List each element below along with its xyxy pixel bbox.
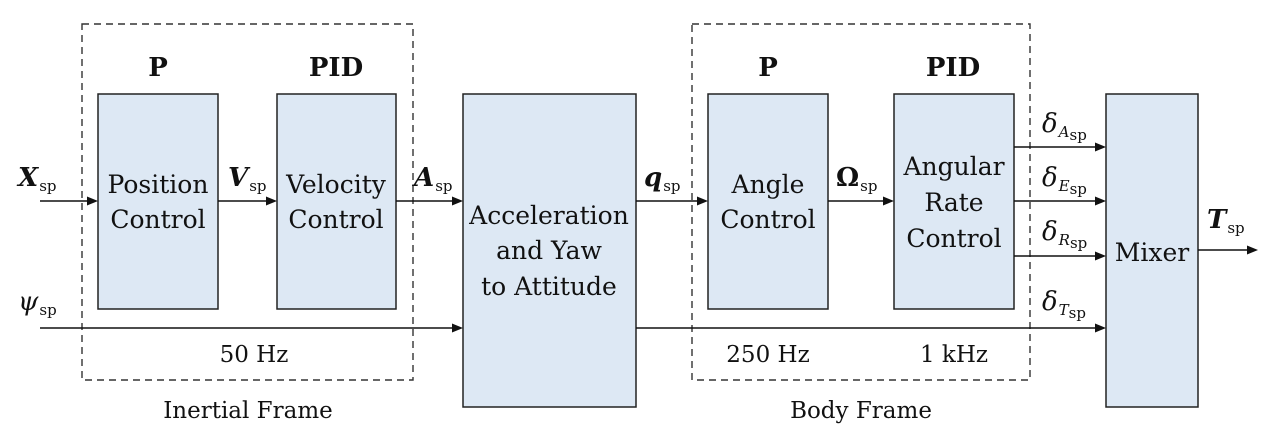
x-sp-label: Xsp [16, 163, 57, 195]
angular-rate-line-2: Rate [924, 188, 983, 217]
delta-r-sp-arrow-head [1095, 251, 1106, 261]
inertial-rate-label: 50 Hz [220, 342, 289, 368]
omega-sp-arrow-head [883, 196, 894, 206]
body-pid-heading: PID [926, 53, 980, 83]
delta-t-sp-label: δTsp [1042, 287, 1086, 322]
delta-r-sp-arrow [1014, 251, 1106, 261]
acc-yaw-to-attitude-block: Acceleration and Yaw to Attitude [462, 93, 637, 408]
delta-a-sp-label: δAsp [1042, 109, 1087, 144]
v-sp-arrow [218, 196, 277, 206]
q-sp-arrow-head [697, 196, 708, 206]
q-sp-label: qsp [644, 163, 681, 195]
angular-rate-rate-label: 1 kHz [920, 342, 988, 368]
position-control-line-1: Position [108, 170, 209, 199]
velocity-control-line-1: Velocity [285, 170, 387, 199]
q-sp-arrow [636, 196, 708, 206]
psi-sp-arrow-head [452, 323, 463, 333]
omega-sp-arrow [828, 196, 894, 206]
angle-rate-label: 250 Hz [726, 342, 809, 368]
position-control-block: Position Control [97, 93, 219, 310]
inertial-p-heading: P [148, 53, 168, 83]
psi-sp-arrow [40, 323, 463, 333]
delta-e-sp-label: δEsp [1042, 163, 1087, 198]
t-sp-label: Tsp [1207, 205, 1245, 237]
omega-sp-label: Ωsp [836, 163, 877, 195]
a-sp-arrow-head [452, 196, 463, 206]
angle-control-block: Angle Control [707, 93, 829, 310]
angular-rate-line-1: Angular [902, 152, 1004, 181]
a-sp-label: Asp [411, 163, 453, 195]
inertial-frame-boundary [81, 23, 414, 381]
body-frame-label: Body Frame [790, 398, 932, 424]
position-control-line-2: Control [110, 205, 205, 234]
a-sp-arrow [396, 196, 463, 206]
body-frame-boundary [691, 23, 1031, 381]
delta-e-sp-arrow [1014, 196, 1106, 206]
psi-sp-label: ψsp [18, 287, 57, 319]
acc-yaw-line-3: to Attitude [481, 272, 617, 301]
delta-e-sp-arrow-head [1095, 196, 1106, 206]
t-sp-arrow [1198, 245, 1258, 255]
angular-rate-line-3: Control [906, 224, 1001, 253]
velocity-control-line-2: Control [288, 205, 383, 234]
inertial-frame-label: Inertial Frame [163, 398, 333, 424]
acc-yaw-line-2: and Yaw [496, 236, 602, 265]
angle-control-line-1: Angle [731, 170, 805, 199]
angle-control-line-2: Control [720, 205, 815, 234]
mixer-label: Mixer [1115, 238, 1189, 267]
velocity-control-block: Velocity Control [276, 93, 397, 310]
body-p-heading: P [758, 53, 778, 83]
mixer-block: Mixer [1105, 93, 1199, 408]
signal-arrows [40, 142, 1258, 333]
delta-t-sp-arrow [636, 323, 1106, 333]
x-sp-arrow-head [87, 196, 98, 206]
v-sp-arrow-head [266, 196, 277, 206]
delta-t-sp-arrow-head [1095, 323, 1106, 333]
t-sp-arrow-head [1247, 245, 1258, 255]
acc-yaw-line-1: Acceleration [468, 201, 629, 230]
v-sp-label: Vsp [228, 163, 267, 195]
delta-a-sp-arrow-head [1095, 142, 1106, 152]
delta-a-sp-arrow [1014, 142, 1106, 152]
delta-r-sp-label: δRsp [1042, 217, 1087, 252]
angular-rate-control-block: Angular Rate Control [893, 93, 1015, 310]
x-sp-arrow [40, 196, 98, 206]
inertial-pid-heading: PID [309, 53, 363, 83]
